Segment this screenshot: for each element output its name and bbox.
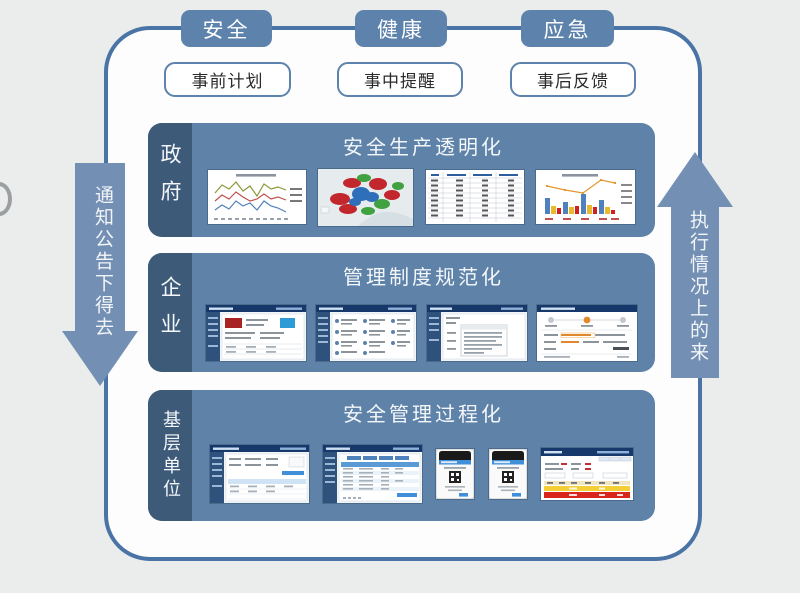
arrow-head-up-icon <box>657 152 733 207</box>
tab-emergency-label: 应急 <box>543 17 592 42</box>
web-app-list-thumbnail <box>316 304 417 361</box>
province-map-thumbnail <box>318 168 414 226</box>
tab-safety-label: 安全 <box>202 17 251 42</box>
panel-grassroots-title: 安全管理过程化 <box>343 402 504 426</box>
line-chart-thumbnail <box>208 170 307 224</box>
phase-box-in-progress-reminder: 事中提醒 <box>337 62 463 97</box>
edge-artifact <box>0 182 12 216</box>
execution-up-arrow-label: 执行情况上的来 <box>687 210 709 364</box>
panel-enterprise-role: 企业 <box>148 253 192 372</box>
panel-government-role: 政府 <box>148 123 192 237</box>
panel-grassroots: 基层单位 安全管理过程化 <box>148 390 655 521</box>
panel-government-thumbnails <box>196 165 647 229</box>
arrow-shaft <box>75 163 125 333</box>
arrow-head-down-icon <box>62 331 138 386</box>
tab-health: 健康 <box>355 10 447 47</box>
tab-safety: 安全 <box>181 10 272 47</box>
tab-emergency: 应急 <box>521 10 614 47</box>
phase-box-pre-plan: 事前计划 <box>164 62 291 97</box>
notice-down-arrow: 通知公告下得去 <box>62 163 138 386</box>
phase-reminder-label: 事中提醒 <box>364 72 436 92</box>
panel-enterprise: 企业 管理制度规范化 <box>148 253 655 372</box>
web-app-document-form-thumbnail <box>426 304 527 361</box>
panel-enterprise-title: 管理制度规范化 <box>343 265 504 289</box>
web-app-dashboard-thumbnail <box>206 304 307 361</box>
execution-up-arrow: 执行情况上的来 <box>657 152 733 378</box>
phase-feedback-label: 事后反馈 <box>537 72 609 92</box>
web-app-workflow-form-thumbnail <box>536 304 637 361</box>
phase-pre-plan-label: 事前计划 <box>191 72 264 92</box>
mobile-qr-screen-thumbnail <box>436 448 475 499</box>
web-app-form-table-thumbnail <box>210 444 310 503</box>
web-app-striped-table-thumbnail <box>323 444 423 503</box>
panel-government-title: 安全生产透明化 <box>343 135 504 159</box>
panel-enterprise-thumbnails <box>196 301 647 364</box>
notice-down-arrow-label: 通知公告下得去 <box>92 185 114 339</box>
panel-grassroots-role: 基层单位 <box>148 390 192 521</box>
phase-box-post-feedback: 事后反馈 <box>510 62 636 97</box>
arrow-shaft <box>671 205 719 378</box>
panel-grassroots-thumbnails <box>196 436 647 511</box>
web-app-status-table-thumbnail <box>540 447 633 500</box>
bar-chart-thumbnail <box>535 170 635 224</box>
mobile-qr-screen-thumbnail <box>488 448 527 499</box>
panel-government: 政府 安全生产透明化 <box>148 123 655 237</box>
tab-health-label: 健康 <box>377 17 425 42</box>
data-table-thumbnail <box>425 170 524 224</box>
